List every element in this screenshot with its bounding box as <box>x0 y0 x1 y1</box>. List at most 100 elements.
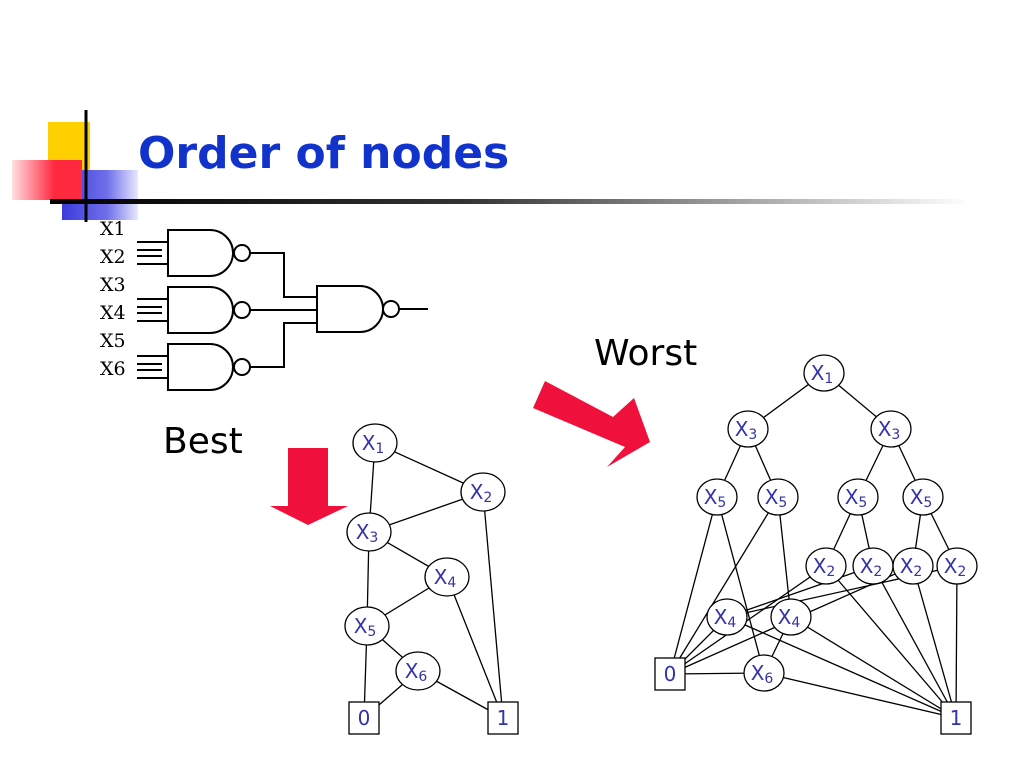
bdd-node-shape <box>424 557 470 597</box>
nand-gate <box>167 229 234 277</box>
circuit-input-label: X4 <box>100 302 126 324</box>
bdd-edge <box>669 496 718 675</box>
bdd-node: X5 <box>837 478 879 516</box>
bdd-node: X1 <box>803 354 845 392</box>
nand-gate <box>167 286 234 334</box>
bdd-terminal: 1 <box>487 701 519 735</box>
inverter-bubble <box>233 358 251 376</box>
bdd-node-label: X5 <box>704 485 727 511</box>
bdd-edge <box>777 496 792 618</box>
gate-wire <box>250 322 317 368</box>
bdd-node: X5 <box>902 478 944 516</box>
bdd-terminal-box <box>654 657 686 691</box>
bdd-node: X3 <box>346 512 392 552</box>
inverter-bubble <box>233 244 251 262</box>
bdd-node-shape <box>696 478 738 516</box>
bdd-terminal-box <box>940 701 972 735</box>
bdd-node-label: X1 <box>362 431 385 457</box>
best-label: Best <box>163 421 243 462</box>
bdd-node: X3 <box>727 410 769 448</box>
bdd-edge <box>825 565 957 719</box>
bdd-terminal-label: 0 <box>358 706 371 730</box>
worst-bdd-edges <box>669 372 958 719</box>
bdd-node-label: X3 <box>878 417 901 443</box>
bdd-edge <box>446 576 504 719</box>
bdd-node: X5 <box>696 478 738 516</box>
deco-red-square <box>12 160 82 200</box>
bdd-node-label: X4 <box>714 605 737 631</box>
bdd-node: X2 <box>460 472 506 512</box>
bdd-node-label: X5 <box>845 485 868 511</box>
bdd-node: X6 <box>743 654 785 692</box>
bdd-node: X3 <box>870 410 912 448</box>
bdd-node-shape <box>344 606 390 646</box>
bdd-node-label: X2 <box>470 480 493 506</box>
bdd-node-label: X3 <box>735 417 758 443</box>
best-arrow <box>270 448 348 525</box>
bdd-node-label: X5 <box>765 485 788 511</box>
bdd-node: X5 <box>757 478 799 516</box>
bdd-node-label: X6 <box>751 661 774 687</box>
bdd-edge <box>726 616 957 719</box>
bdd-node: X4 <box>424 557 470 597</box>
circuit-input-label: X5 <box>100 330 126 352</box>
bdd-edge <box>763 672 957 719</box>
bdd-node: X1 <box>352 423 398 463</box>
bdd-terminal: 1 <box>940 701 972 735</box>
bdd-node-shape <box>837 478 879 516</box>
bdd-node-shape <box>936 547 978 585</box>
bdd-node-shape <box>352 423 398 463</box>
worst-label: Worst <box>594 333 698 374</box>
output-bubble <box>382 300 400 318</box>
bdd-node-label: X2 <box>900 554 923 580</box>
bdd-node-shape <box>902 478 944 516</box>
bdd-terminal-label: 0 <box>664 662 677 686</box>
bdd-node: X2 <box>936 547 978 585</box>
bdd-node-label: X4 <box>434 565 457 591</box>
bdd-node-shape <box>727 410 769 448</box>
bdd-terminal-box <box>348 701 380 735</box>
bdd-node: X2 <box>805 547 847 585</box>
bdd-terminal-label: 1 <box>497 706 510 730</box>
circuit-input-label: X6 <box>100 358 126 380</box>
bdd-node-shape <box>395 651 441 691</box>
bdd-node-label: X3 <box>356 520 379 546</box>
bdd-edge <box>726 565 874 618</box>
bdd-node-shape <box>346 512 392 552</box>
bdd-edge <box>669 565 827 675</box>
bdd-node: X4 <box>706 598 748 636</box>
bdd-node-label: X5 <box>910 485 933 511</box>
bdd-node-shape <box>757 478 799 516</box>
inverter-bubble <box>233 301 251 319</box>
bdd-node: X6 <box>395 651 441 691</box>
bdd-node-shape <box>770 598 812 636</box>
bdd-terminal-label: 1 <box>950 706 963 730</box>
bdd-node-label: X1 <box>811 361 834 387</box>
bdd-edge <box>790 616 957 719</box>
bdd-node-shape <box>803 354 845 392</box>
bdd-edge <box>669 496 779 675</box>
bdd-terminal-box <box>487 701 519 735</box>
bdd-edge <box>955 565 958 719</box>
bdd-node-label: X4 <box>778 605 801 631</box>
bdd-node-label: X2 <box>860 554 883 580</box>
bdd-edge <box>872 565 957 719</box>
output-nand-gate <box>316 285 384 333</box>
bdd-node-shape <box>870 410 912 448</box>
bdd-node-label: X6 <box>405 659 428 685</box>
circuit-input-label: X3 <box>100 274 126 296</box>
circuit-input-label: X2 <box>100 246 126 268</box>
logic-circuit <box>137 229 428 391</box>
bdd-edge <box>716 496 765 674</box>
bdd-terminal: 0 <box>348 701 380 735</box>
bdd-node-shape <box>706 598 748 636</box>
nand-gate <box>167 343 234 391</box>
bdd-node-shape <box>892 547 934 585</box>
bdd-edge <box>482 491 504 719</box>
bdd-node: X2 <box>852 547 894 585</box>
bdd-edge <box>912 565 957 719</box>
gate-wire <box>250 252 317 298</box>
